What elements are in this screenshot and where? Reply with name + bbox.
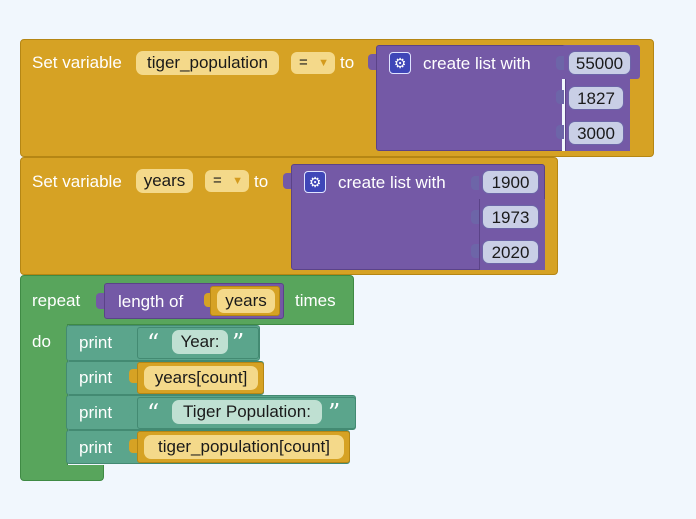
to-label: to: [254, 172, 269, 191]
variable-field-years[interactable]: years: [217, 289, 275, 313]
number-field-55000[interactable]: 55000: [568, 51, 631, 75]
close-quote-icon: ”: [328, 399, 341, 427]
variable-field-years-count[interactable]: years[count]: [144, 366, 258, 390]
output-connector: [368, 54, 376, 70]
create-list-label: create list with: [338, 173, 446, 192]
number-field-3000[interactable]: 3000: [568, 121, 624, 145]
repeat-block-spine: [20, 324, 68, 466]
length-of-label: length of: [118, 292, 184, 311]
input-connector: [129, 439, 137, 453]
operator-value: =: [299, 54, 308, 71]
input-connector: [556, 125, 564, 139]
number-field-2020[interactable]: 2020: [482, 240, 539, 264]
operator-value: =: [213, 172, 222, 189]
repeat-label: repeat: [32, 291, 81, 310]
print-label: print: [79, 438, 113, 457]
open-quote-icon: “: [147, 329, 160, 357]
output-connector: [96, 293, 104, 309]
to-label: to: [340, 53, 355, 72]
input-connector: [556, 56, 564, 70]
gear-icon[interactable]: ⚙: [304, 171, 326, 193]
number-field-1900[interactable]: 1900: [482, 170, 539, 194]
open-quote-icon: “: [147, 399, 160, 427]
gear-icon[interactable]: ⚙: [389, 52, 411, 74]
input-connector: [204, 293, 212, 307]
input-connector: [129, 369, 137, 383]
number-field-1973[interactable]: 1973: [482, 205, 539, 229]
input-connector: [471, 176, 479, 190]
caret-down-icon: ▼: [232, 175, 243, 187]
input-connector: [129, 404, 137, 418]
text-field-tiger-population[interactable]: Tiger Population:: [172, 400, 322, 424]
close-quote-icon: ”: [232, 329, 245, 357]
variable-field-tiger-population-count[interactable]: tiger_population[count]: [144, 435, 344, 459]
output-connector: [283, 173, 291, 189]
set-variable-label: Set variable: [32, 53, 122, 72]
create-list-label: create list with: [423, 54, 531, 73]
text-field-year[interactable]: Year:: [172, 330, 228, 354]
do-label: do: [32, 332, 51, 351]
input-connector: [471, 210, 479, 224]
variable-field-years[interactable]: years: [136, 169, 193, 193]
set-variable-label: Set variable: [32, 172, 122, 191]
input-connector: [471, 244, 479, 258]
variable-field-tiger-population[interactable]: tiger_population: [136, 51, 279, 75]
times-label: times: [295, 291, 336, 310]
print-label: print: [79, 368, 113, 387]
operator-dropdown[interactable]: = ▼: [205, 170, 249, 192]
print-label: print: [79, 333, 113, 352]
number-field-1827[interactable]: 1827: [568, 86, 624, 110]
caret-down-icon: ▼: [318, 57, 329, 69]
operator-dropdown[interactable]: = ▼: [291, 52, 335, 74]
input-connector: [129, 334, 137, 348]
repeat-block-footer: [20, 465, 104, 481]
print-label: print: [79, 403, 113, 422]
input-connector: [556, 90, 564, 104]
